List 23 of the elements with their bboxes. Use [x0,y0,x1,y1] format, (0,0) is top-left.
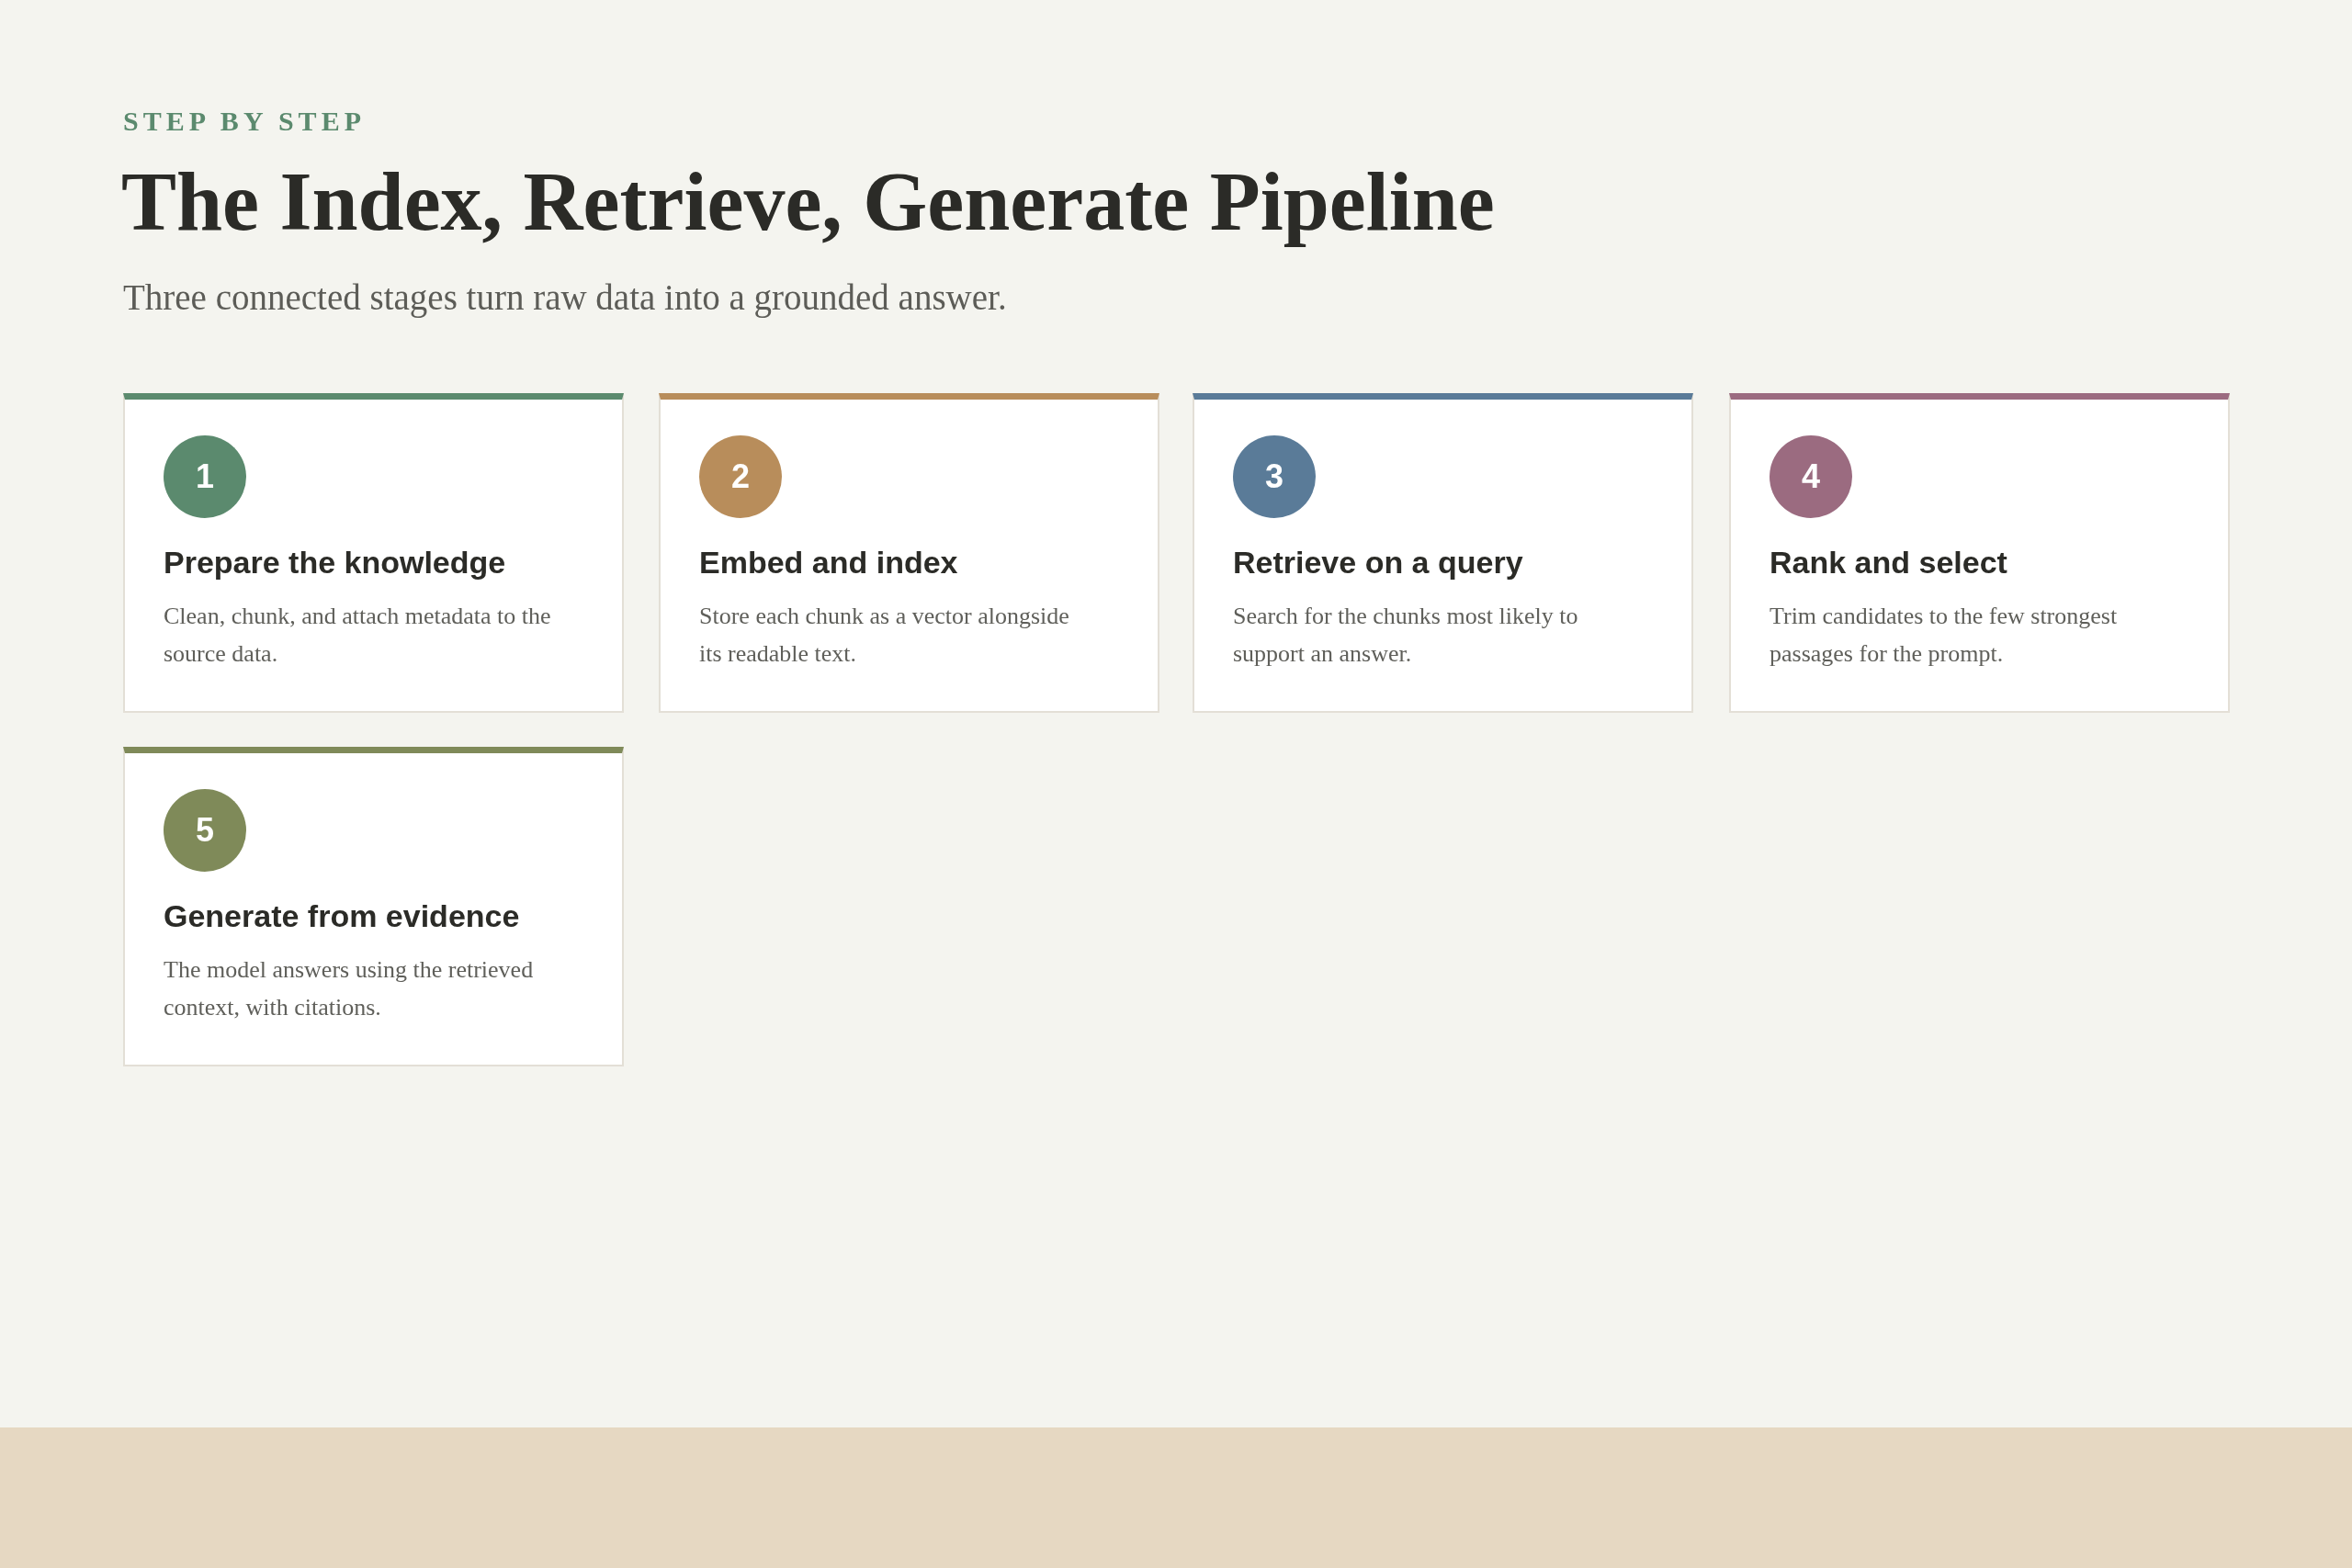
step-description: Clean, chunk, and attach metadata to the source data. [164,602,552,669]
eyebrow-text: STEP BY STEP [123,105,366,138]
step-heading: Prepare the knowledge [164,544,506,581]
step-number: 2 [699,435,782,518]
step-heading: Generate from evidence [164,897,520,934]
subtitle-text: Three connected stages turn raw data into a grounded answer. [123,276,1007,320]
title: The Index, Retrieve, Generate Pipeline [121,155,1495,249]
step-description: Trim candidates to the few strongest passages for the prompt. [1770,602,2119,669]
step-card [123,747,624,1066]
step-number: 5 [164,789,246,872]
step-card [1193,393,1693,713]
step-number: 3 [1233,435,1316,518]
step-number: 4 [1770,435,1852,518]
step-card [659,393,1159,713]
step-heading: Embed and index [699,544,958,581]
step-description: Search for the chunks most likely to support an answer. [1233,602,1579,669]
step-heading: Retrieve on a query [1233,544,1523,581]
step-description: Store each chunk as a vector alongside its readable text. [699,602,1070,669]
step-card [123,393,624,713]
step-description: The model answers using the retrieved context, with citations. [164,955,535,1022]
step-number: 1 [164,435,246,518]
step-card [1729,393,2230,713]
step-heading: Rank and select [1770,544,2007,581]
